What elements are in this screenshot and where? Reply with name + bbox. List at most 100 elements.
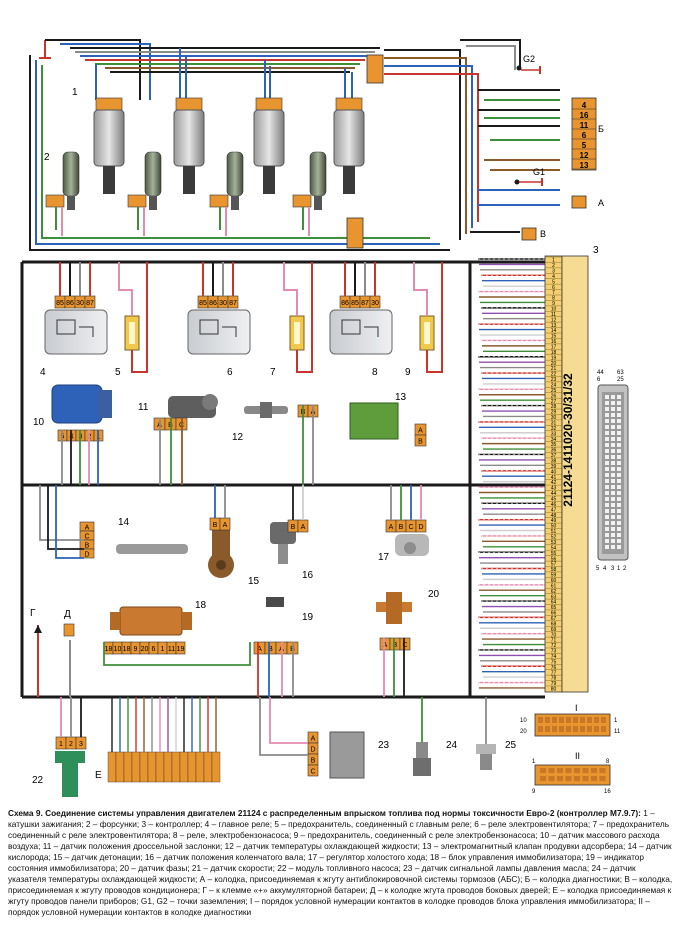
o2-pin: B	[85, 543, 90, 550]
controller-pin: 28	[551, 404, 557, 410]
immo-pin: 6	[152, 646, 156, 653]
relay-pin: 30	[219, 300, 227, 307]
injector-icon	[209, 151, 244, 236]
block-ii-8: 8	[606, 759, 610, 765]
controller-pin: 50	[551, 524, 557, 530]
controller-pin: 75	[551, 659, 557, 665]
label-d: Д	[64, 609, 71, 620]
controller-pin: 51	[551, 529, 557, 535]
controller-pin: 17	[551, 344, 557, 350]
controller-pin: 31	[551, 421, 557, 427]
controller-pin: 14	[551, 328, 557, 334]
block-i-10: 10	[520, 718, 527, 724]
o2-pin: D	[84, 552, 89, 559]
controller: 21124-1411020-30/31/32 12345678910111213…	[544, 255, 589, 693]
controller-pin: 40	[551, 469, 557, 475]
block-i-20: 20	[520, 729, 527, 735]
controller-pin: 26	[551, 393, 557, 399]
pump-pin: 1	[59, 741, 63, 748]
controller-pin: 18	[551, 350, 557, 356]
controller-pin: 38	[551, 459, 557, 465]
ignition-coil-icon	[173, 97, 205, 194]
injector-icon	[45, 151, 80, 236]
controller-pin: 47	[551, 507, 557, 513]
diag-pin: 12	[580, 151, 589, 160]
label-8: 8	[372, 367, 378, 378]
controller-pin: 24	[551, 382, 557, 388]
cmp-pin: B	[393, 642, 398, 649]
immo-pin: 18	[105, 646, 113, 653]
controller-pin: 22	[551, 372, 557, 378]
controller-pin: 57	[551, 562, 557, 568]
controller-pin: 76	[551, 665, 557, 671]
label-10: 10	[33, 417, 45, 428]
controller-pin: 9	[552, 301, 555, 307]
label-12: 12	[232, 432, 244, 443]
conn-bot-2: 2	[623, 566, 627, 572]
ac-block: В	[521, 227, 546, 241]
diag-pin: 6	[582, 131, 587, 140]
controller-pin: 54	[551, 545, 557, 551]
iac-pin: D	[418, 524, 423, 531]
controller-pin: 48	[551, 513, 557, 519]
controller-pin: 68	[551, 621, 557, 627]
controller-pin: 4	[552, 274, 555, 280]
purge-pin: A	[418, 428, 423, 435]
block-ii-diagram: II 1 8 9 16	[532, 751, 611, 795]
controller-pin: 43	[551, 486, 557, 492]
immo-pin: 9	[134, 646, 138, 653]
immo-led-pin: B	[268, 646, 273, 653]
label-18: 18	[195, 600, 207, 611]
controller-pin: 29	[551, 410, 557, 416]
injectors	[45, 151, 327, 236]
pump-pin: 2	[69, 741, 73, 748]
block-ii-title: II	[575, 751, 580, 761]
oil-pin: A	[311, 736, 316, 743]
relay-pin: 30	[371, 300, 379, 307]
iac-pin: A	[389, 524, 394, 531]
controller-pin: 6	[552, 285, 555, 291]
label-9: 9	[405, 367, 411, 378]
controller-pin: 64	[551, 600, 557, 606]
sensor-wires	[39, 405, 487, 756]
controller-pin: 44	[551, 491, 557, 497]
immo-pin: 18	[123, 646, 131, 653]
ignition-coil-icon	[93, 97, 125, 194]
pump-pin: 3	[79, 741, 83, 748]
knock-pin: A	[223, 522, 228, 529]
controller-pin: 27	[551, 399, 557, 405]
controller-pin: 32	[551, 426, 557, 432]
label-24: 24	[446, 740, 458, 751]
fuse-icon	[413, 262, 443, 373]
conn-bot-5: 5	[596, 566, 600, 572]
controller-pin: 5	[552, 279, 555, 285]
o2-pin: A	[85, 525, 90, 532]
diag-pin: 16	[580, 111, 589, 120]
doors-harness-block: Д	[63, 609, 75, 637]
immo-led-pin: A	[257, 646, 262, 653]
ground-g1: G1	[514, 167, 545, 186]
controller-pin: 25	[551, 388, 557, 394]
controller-pin: 67	[551, 616, 557, 622]
relay-pin: 87	[86, 300, 94, 307]
controller-pin: 16	[551, 339, 557, 345]
label-4: 4	[40, 367, 46, 378]
controller-pin: 1	[552, 258, 555, 264]
controller-pin: 45	[551, 497, 557, 503]
controller-pin: 62	[551, 589, 557, 595]
controller-pin: 7	[552, 290, 555, 296]
ckp-pin: B	[291, 524, 296, 531]
controller-pin: 56	[551, 556, 557, 562]
main-harness	[20, 39, 560, 699]
controller-wire-fan	[478, 258, 545, 689]
label-25: 25	[505, 740, 517, 751]
label-14: 14	[118, 517, 130, 528]
